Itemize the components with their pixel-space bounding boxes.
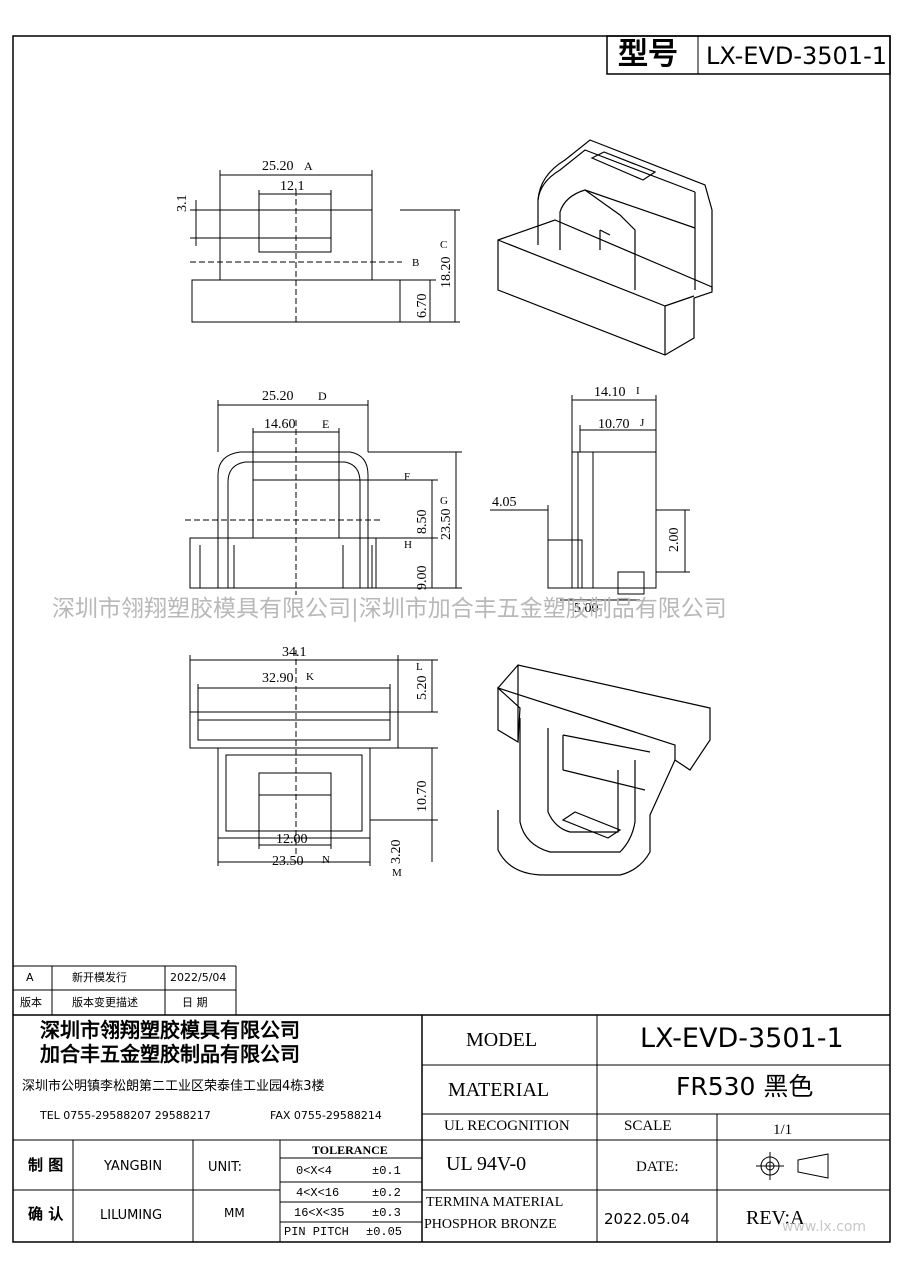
material-label: MATERIAL [448,1079,550,1101]
rev-row-rev: A [26,971,34,984]
tag-j: J [640,417,645,429]
tag-c: C [440,239,448,251]
unit-value: MM [224,1206,245,1220]
rev-row-desc: 新开模发行 [72,971,127,984]
tolerance-value: ±0.3 [372,1206,401,1220]
tag-n: N [322,854,330,866]
tag-i: I [636,385,640,397]
draw-label: 制 图 [28,1156,64,1174]
top-slot-dim: 12.1 [280,179,305,194]
iso-view-1 [497,139,713,356]
bottom-inner-dim: 32.90 [262,671,294,686]
side-right-dim: 2.00 [667,527,682,553]
date-label: DATE: [636,1159,679,1175]
bottom-low-r-dim: 3.20 [389,839,404,865]
ul-label: UL RECOGNITION [444,1118,570,1134]
model-value: LX-EVD-3501-1 [640,1023,844,1054]
top-base-dim: 6.70 [415,293,430,319]
front-view [185,400,462,595]
rev-header-date: 日 期 [182,996,208,1009]
terminal-label: TERMINA MATERIAL [426,1195,564,1210]
tag-d: D [318,389,327,403]
tag-m: M [392,867,402,879]
front-width-dim: 25.20 [262,389,294,404]
front-height-dim: 23.50 [439,508,454,541]
top-width-dim: 25.20 [262,159,294,174]
rev-row-date: 2022/5/04 [170,971,227,984]
company-address: 深圳市公明镇李松朗第二工业区荣泰佳工业园4栋3楼 [22,1079,325,1094]
terminal-value: PHOSPHOR BRONZE [424,1217,557,1232]
tag-k: K [306,671,314,683]
bottom-slot-dim: 12.00 [276,832,308,847]
material-value: FR530 黑色 [676,1072,814,1101]
front-mid-dim: 8.50 [415,509,430,535]
scale-label: SCALE [624,1118,672,1134]
tolerance-value: ±0.1 [372,1164,401,1178]
model-label: MODEL [466,1029,538,1051]
top-left-dim: 3.1 [175,194,190,213]
side-width-dim: 14.10 [594,385,626,400]
bottom-top-r-dim: 5.20 [415,675,430,701]
type-label: 型号 [618,37,678,72]
draw-name: YANGBIN [104,1159,163,1174]
top-view [190,170,460,323]
side-inner-dim: 10.70 [598,417,630,432]
title-block-lines [13,1014,890,1242]
tolerance-value: ±0.2 [372,1186,401,1200]
tag-b: B [412,257,420,269]
tag-e: E [322,417,330,431]
bottom-mid-r-dim: 10.70 [415,780,430,813]
tag-g: G [440,495,448,507]
check-label: 确 认 [28,1205,64,1223]
bottom-outer-dim: 34.1 [282,645,307,660]
company-name-1: 深圳市翎翔塑胶模具有限公司 [40,1018,300,1042]
tag-f: F [404,471,411,483]
tolerance-value: ±0.05 [366,1225,403,1239]
tolerance-range: 4<X<16 [296,1186,340,1200]
tolerance-title: TOLERANCE [312,1143,388,1157]
side-left-dim: 4.05 [492,495,517,510]
rev-value: REV:A [746,1207,805,1229]
header-part-no: LX-EVD-3501-1 [706,42,888,70]
side-bottom-dim: 5.00 [574,601,599,616]
iso-view-2 [496,664,711,876]
ul-value: UL 94V-0 [446,1153,527,1175]
tag-h: H [404,539,412,551]
watermark: 深圳市翎翔塑胶模具有限公司|深圳市加合丰五金塑胶制品有限公司 [52,596,727,622]
date-value: 2022.05.04 [604,1210,690,1228]
check-name: LILUMING [100,1208,163,1223]
tag-a: A [304,159,313,173]
rev-header-desc: 版本变更描述 [72,996,138,1009]
tolerance-range: PIN PITCH [284,1225,349,1239]
tag-l: L [416,661,423,673]
projection-symbol-icon [756,1152,829,1180]
top-height-dim: 18.20 [439,256,454,289]
company-tel: TEL 0755-29588207 29588217 [40,1109,211,1122]
front-low-dim: 9.00 [415,565,430,591]
side-view [490,395,690,601]
bottom-view [189,650,438,866]
tolerance-range: 0<X<4 [296,1164,333,1178]
front-inner-dim: 14.60 [264,417,296,432]
scale-value: 1/1 [773,1122,793,1138]
rev-header-rev: 版本 [20,996,42,1009]
company-name-2: 加合丰五金塑胶制品有限公司 [40,1042,300,1066]
watermark-site: www.lx.com [782,1219,867,1235]
tolerance-range: 16<X<35 [294,1206,345,1220]
company-fax: FAX 0755-29588214 [270,1109,382,1122]
bottom-width-dim: 23.50 [272,854,304,869]
unit-label: UNIT: [208,1160,242,1175]
revision-table-lines [13,965,237,1015]
